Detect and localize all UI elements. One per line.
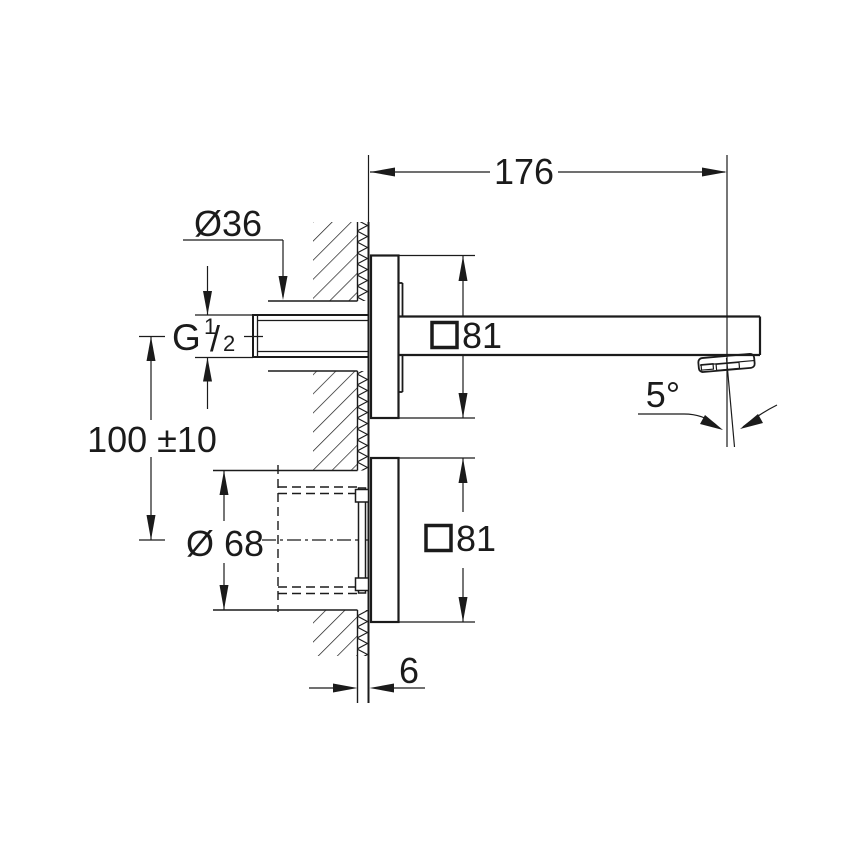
dim-label-o36: Ø36 <box>194 203 262 244</box>
wall-section <box>213 222 370 703</box>
finish-layer-hatch-bottom <box>357 610 369 656</box>
dim-label-81-lower: 81 <box>456 518 496 559</box>
dim-plate-81-upper: 81 <box>398 254 502 419</box>
dim-label-o68: Ø 68 <box>186 523 264 564</box>
thread-sup: 1 <box>204 314 216 339</box>
spout <box>398 315 762 357</box>
lower-wall-hole-edges <box>213 469 358 611</box>
mounting-bracket <box>354 487 370 594</box>
arrowhead <box>146 515 156 540</box>
spout-escutcheon-plate <box>369 254 404 420</box>
arrowhead <box>458 597 468 622</box>
wall-hatch-top <box>313 222 358 301</box>
concealed-body <box>277 465 359 612</box>
arrowhead <box>458 256 468 281</box>
thread-sub: 2 <box>223 331 235 356</box>
dim-hole-68: Ø 68 <box>186 470 264 610</box>
arrowhead <box>219 585 229 610</box>
square-symbol <box>430 320 459 350</box>
arrowhead <box>203 357 212 382</box>
dim-label-81-upper: 81 <box>462 315 502 356</box>
square-symbol <box>424 523 453 553</box>
dim-label-176: 176 <box>494 151 554 192</box>
dim-hole-36: Ø36 <box>183 203 288 300</box>
finish-layer-hatch-top <box>357 222 369 301</box>
dim-label-5deg: 5° <box>646 374 680 415</box>
arrowhead <box>458 458 468 483</box>
finish-layer-hatch-middle <box>357 371 369 471</box>
arrowhead <box>740 414 763 429</box>
lower-escutcheon-plate <box>369 456 400 624</box>
tilted-stream-line <box>725 357 736 448</box>
arrowhead <box>458 393 468 418</box>
dim-label-6: 6 <box>399 650 419 691</box>
dim-projection-176: 176 <box>367 151 728 447</box>
dim-finish-6: 6 <box>309 650 425 693</box>
arrowhead <box>219 470 229 495</box>
wall-hatch-middle <box>313 371 358 471</box>
thread-letter: G <box>172 317 201 358</box>
arrowhead <box>702 167 727 177</box>
spout-base-seam <box>398 282 404 393</box>
upper-wall-hole-edges <box>268 300 358 372</box>
arrowhead <box>278 276 288 300</box>
arrowhead <box>369 683 394 693</box>
supply-pipe <box>244 314 370 358</box>
dim-thread-g12: G 1 / 2 <box>172 266 253 409</box>
thread-slash: / <box>210 318 220 359</box>
arrowhead <box>203 291 212 315</box>
arrowhead <box>700 415 723 430</box>
arrowhead <box>146 336 156 361</box>
dim-axis-100: 100 ±10 <box>87 335 217 541</box>
dim-label-100: 100 ±10 <box>87 419 217 460</box>
dim-plate-81-lower: 81 <box>398 457 496 623</box>
arrowhead <box>333 683 358 693</box>
dim-angle-5: 5° <box>638 357 778 448</box>
wall-hatch-bottom <box>313 610 358 656</box>
arrowhead <box>370 167 395 177</box>
